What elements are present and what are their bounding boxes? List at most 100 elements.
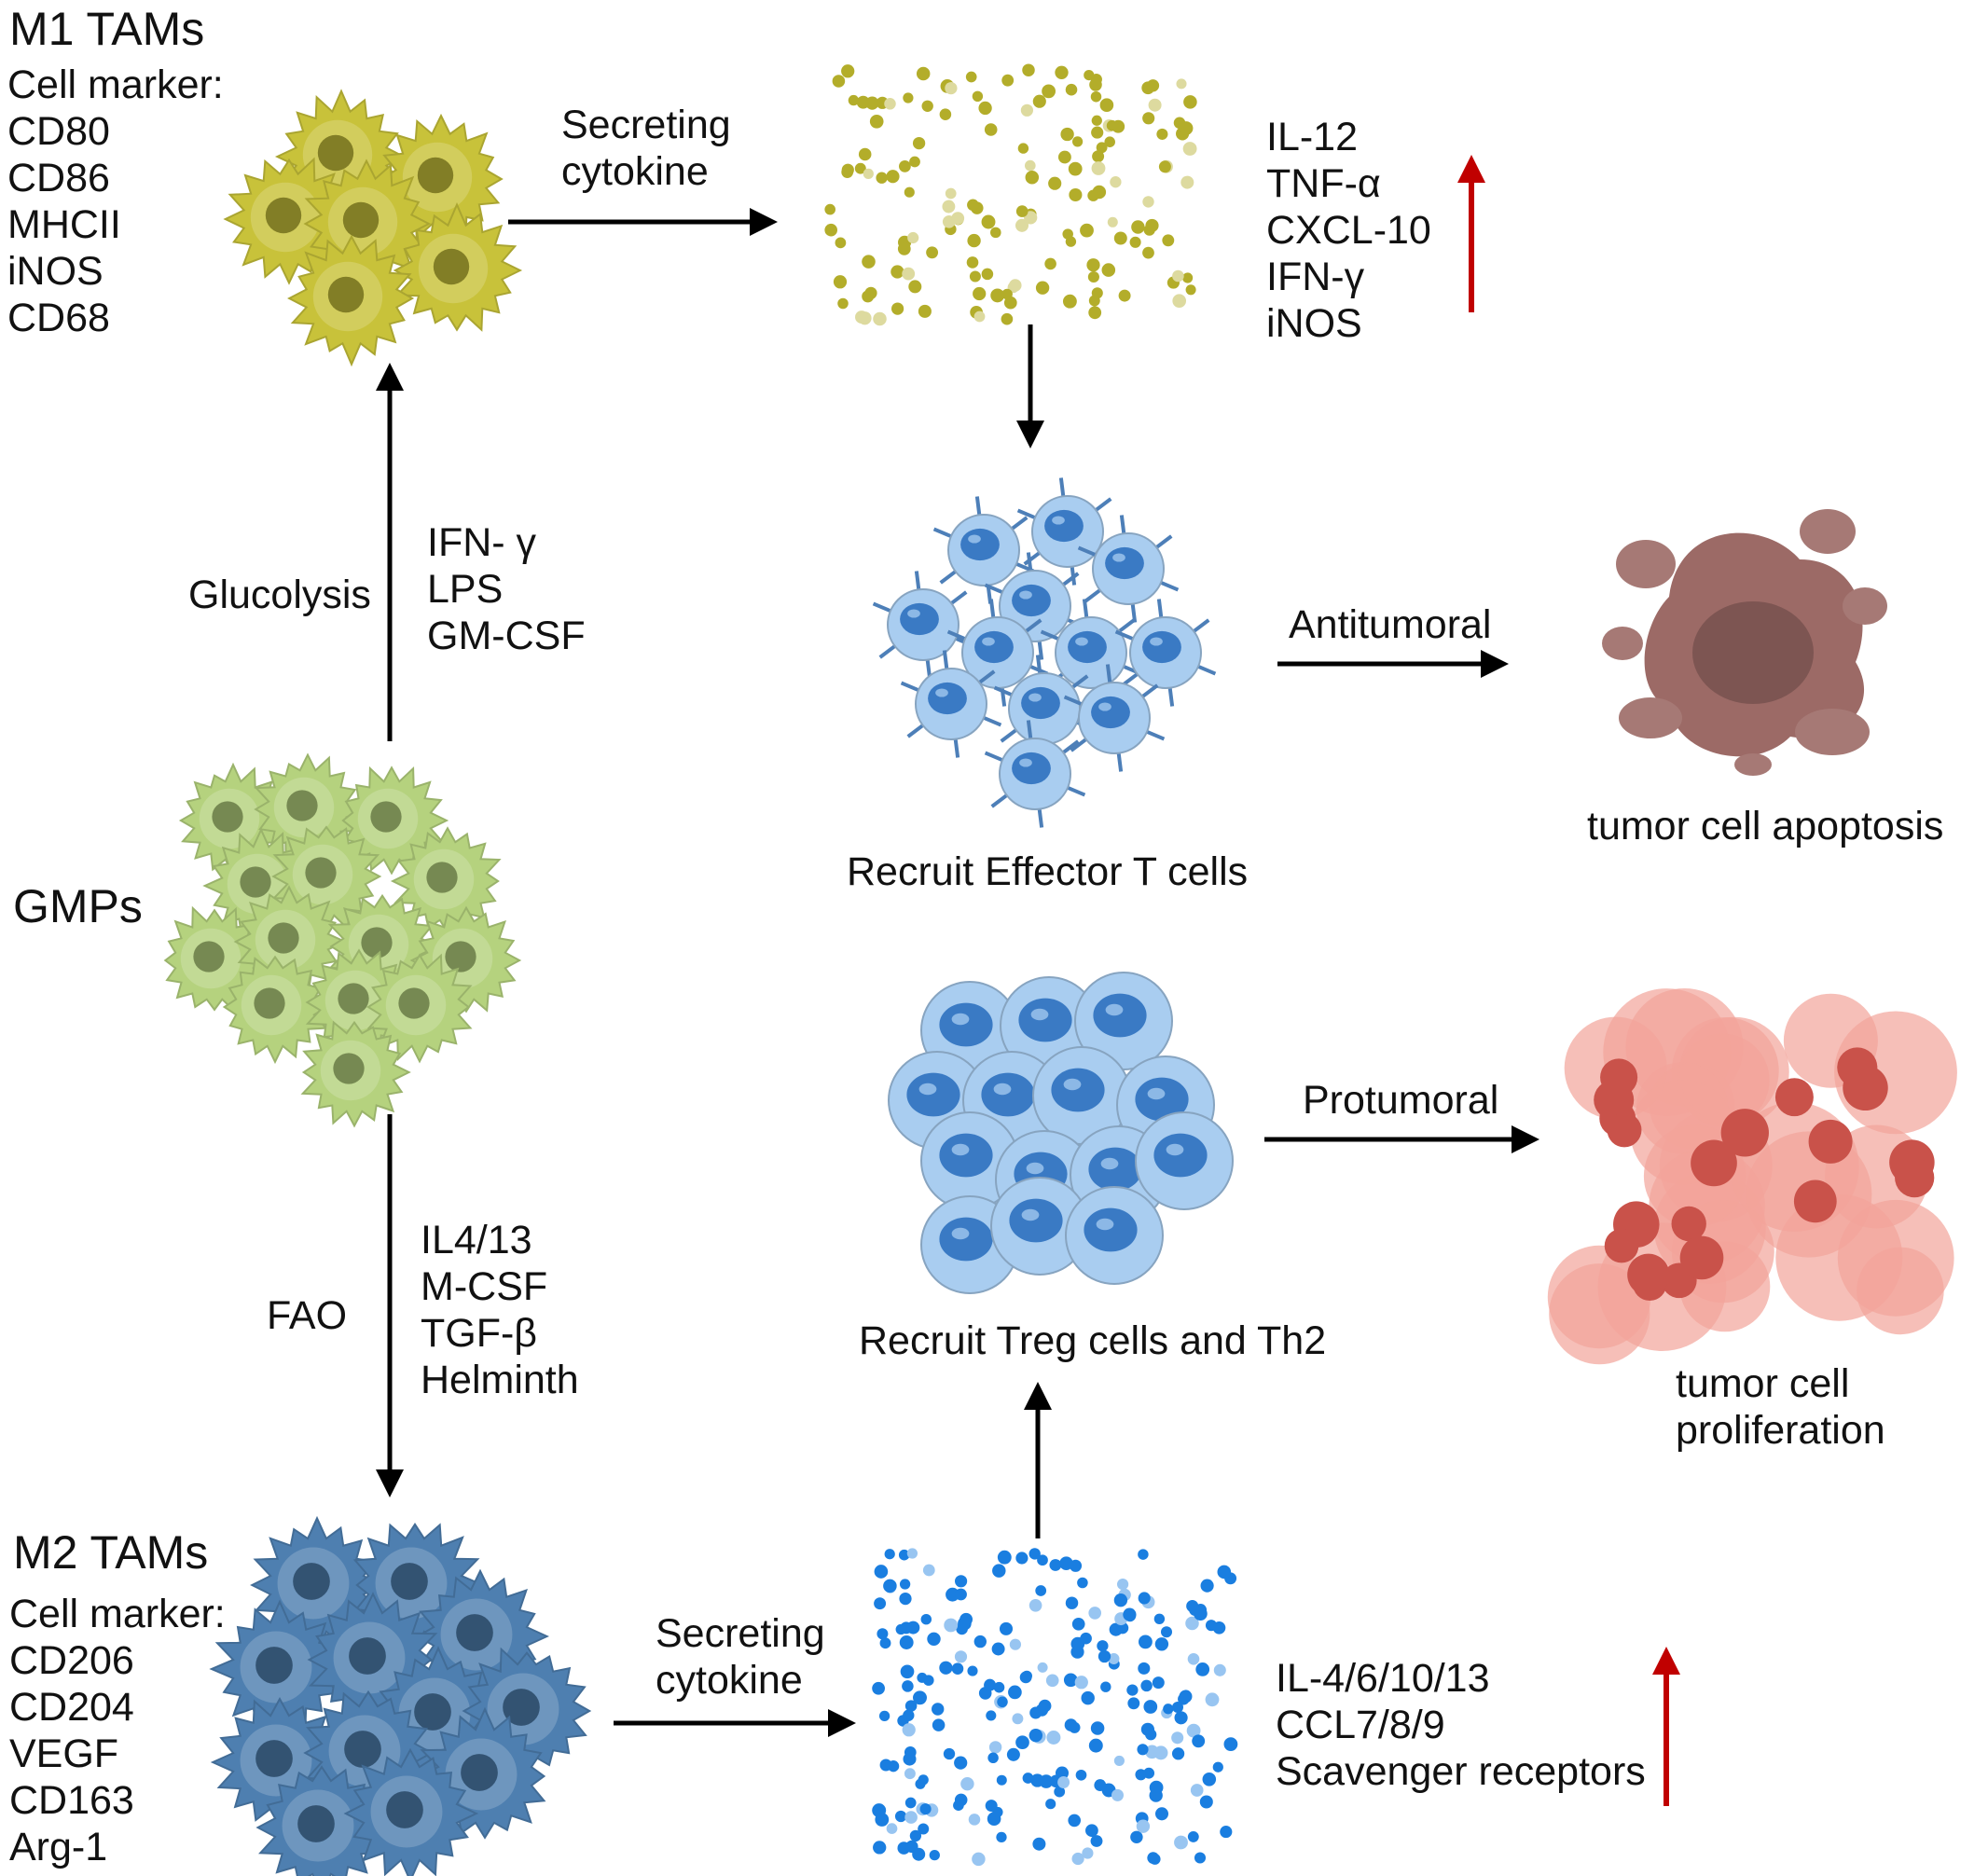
nucleus-highlight <box>951 1013 970 1026</box>
cytokine-dot <box>1195 1662 1210 1676</box>
t-cell-nucleus <box>1068 630 1107 664</box>
m1-stimuli-list: IFN- γ LPS GM-CSF <box>427 519 586 659</box>
cytokine-dot <box>1006 1747 1020 1761</box>
cytokine-dot <box>1194 1852 1207 1864</box>
cytokine-dot <box>1070 1645 1084 1659</box>
antitumoral-label: Antitumoral <box>1289 602 1492 647</box>
cytokine-dot <box>1091 161 1106 175</box>
cytokine-dot <box>1186 1723 1201 1738</box>
receptor-spike <box>993 685 1013 697</box>
effector-label: Recruit Effector T cells <box>847 849 1249 894</box>
cytokine-dot <box>981 268 994 281</box>
m1-cytokine: IFN-γ <box>1266 255 1365 299</box>
cytokine-dot <box>984 123 998 136</box>
tumor-cell-nucleus <box>1604 1228 1639 1263</box>
cytokine-dot <box>1035 281 1050 295</box>
protumoral-label: Protumoral <box>1303 1078 1499 1123</box>
tumor-cell-nucleus <box>1793 1179 1837 1223</box>
cytokine-dot <box>1044 257 1056 270</box>
receptor-spike <box>974 496 982 516</box>
cytokine-dot <box>1148 98 1162 112</box>
m1-stimulus: GM-CSF <box>427 614 586 658</box>
cytokine-dot <box>1046 1731 1061 1745</box>
receptor-spike <box>1084 588 1101 603</box>
cytokine-dot <box>835 237 847 249</box>
gmp-cluster <box>163 752 522 1128</box>
cytokine-dot <box>926 246 939 259</box>
cytokine-dot <box>1186 1599 1199 1613</box>
tumor-cell-nucleus <box>1679 1235 1724 1280</box>
cytokine-dot <box>1113 231 1127 245</box>
m2-cytokine-list: IL-4/6/10/13 CCL7/8/9 Scavenger receptor… <box>1276 1655 1646 1795</box>
cytokine-dot <box>903 1709 915 1721</box>
cytokine-dot <box>1019 1671 1032 1684</box>
cytokine-dot <box>1137 1744 1149 1756</box>
proliferation-line: proliferation <box>1676 1408 1885 1453</box>
cell-nucleus <box>254 987 285 1019</box>
nucleus-highlight <box>982 637 995 646</box>
receptor-spike <box>1011 516 1029 531</box>
cytokine-dot <box>862 255 876 269</box>
cytokine-dot <box>1087 270 1099 283</box>
cell-nucleus <box>317 134 354 172</box>
treg-label: Recruit Treg cells and Th2 <box>859 1318 1327 1363</box>
apoptotic-body <box>1616 540 1676 588</box>
cytokine-dot <box>1162 234 1175 247</box>
m1-secreting-line: Secreting <box>561 103 731 147</box>
cytokine-dot <box>990 227 1001 239</box>
cytokine-dot <box>1154 1637 1169 1651</box>
cytokine-dot <box>1123 1607 1137 1621</box>
apoptotic-tumor-cell <box>1602 509 1887 776</box>
tumor-cell-nucleus <box>1627 1253 1670 1296</box>
cytokine-dot <box>1025 171 1040 185</box>
m1-marker-heading: Cell marker: <box>7 62 224 107</box>
nucleus-highlight <box>1096 1218 1114 1231</box>
cytokine-dot <box>869 114 884 129</box>
cytokine-dot <box>955 1588 967 1601</box>
cytokine-dot <box>883 1579 897 1593</box>
cytokine-dot <box>1149 1780 1164 1795</box>
cytokine-dot <box>939 108 952 120</box>
cytokine-dot <box>900 1664 915 1679</box>
cytokine-dot <box>1022 1773 1034 1784</box>
m2-marker: CD206 <box>9 1638 134 1683</box>
cytokine-dot <box>1171 1701 1184 1714</box>
cytokine-dot <box>1142 196 1154 208</box>
cytokine-dot <box>966 256 979 269</box>
cell-nucleus <box>445 941 476 972</box>
cytokine-dot <box>1015 1735 1029 1750</box>
cytokine-dot <box>932 1718 946 1731</box>
cytokine-dot <box>1068 161 1083 176</box>
cytokine-dot <box>1199 1795 1213 1809</box>
receptor-spike <box>950 590 968 605</box>
nucleus-highlight <box>1098 702 1111 711</box>
cytokine-dot <box>899 160 911 172</box>
m2-marker-list: Cell marker: CD206 CD204 VEGF CD163 Arg-… <box>9 1591 226 1870</box>
cytokine-dot <box>1212 1761 1223 1773</box>
m1-secreting-label: Secreting cytokine <box>561 102 731 195</box>
t-cell-nucleus <box>1093 993 1147 1038</box>
cytokine-dot <box>1055 65 1069 79</box>
receptor-spike <box>1062 739 1080 754</box>
cytokine-dot <box>920 1613 932 1625</box>
t-cell-nucleus <box>939 1217 993 1262</box>
cytokine-dot <box>873 311 887 326</box>
cell-nucleus <box>333 1053 365 1084</box>
cell-nucleus <box>417 157 454 194</box>
cytokine-dot <box>1059 1556 1073 1570</box>
cytokine-dot <box>886 170 900 184</box>
cytokine-dot <box>1108 1653 1120 1664</box>
t-cell-nucleus <box>939 1002 993 1047</box>
cell-nucleus <box>327 276 365 313</box>
cytokine-dot <box>1185 284 1196 296</box>
cytokine-dot <box>1075 1769 1087 1781</box>
cytokine-dot <box>1012 1713 1024 1725</box>
cytokine-dot <box>999 1621 1014 1635</box>
nucleus-highlight <box>1019 590 1032 600</box>
cytokine-dot <box>1009 1638 1022 1650</box>
cytokine-dot <box>1171 1731 1184 1745</box>
cytokine-dot <box>992 1564 1006 1578</box>
cytokine-dot <box>876 172 888 184</box>
cell-nucleus <box>391 1563 428 1600</box>
cytokine-dot <box>1146 79 1160 92</box>
